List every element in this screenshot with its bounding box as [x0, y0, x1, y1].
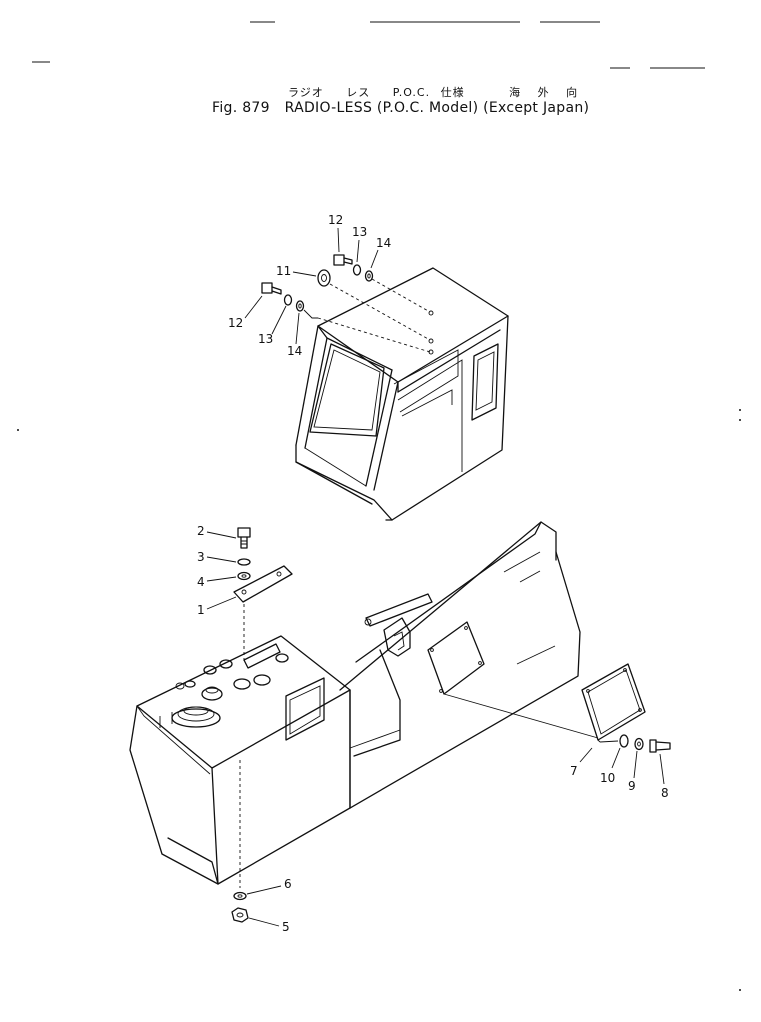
figure-title: Fig. 879 RADIO-LESS (P.O.C. Model) (Exce…	[212, 100, 589, 116]
panel-labels: 7 10 9 8	[570, 764, 669, 800]
bolt-8	[649, 739, 671, 753]
label-14-left: 14	[287, 344, 302, 358]
jp-overseas-3: 向	[566, 86, 579, 99]
console-fasteners-top	[206, 527, 293, 888]
panel-cover-assembly	[443, 663, 671, 785]
console-body	[129, 521, 581, 885]
label-5: 5	[282, 920, 290, 934]
cab-assembly	[295, 267, 509, 521]
label-1: 1	[197, 603, 205, 617]
figure-name: RADIO-LESS (P.O.C. Model) (Except Japan)	[284, 100, 590, 116]
nut-5	[231, 907, 249, 923]
jp-spec: 仕様	[440, 86, 465, 99]
washer-9	[634, 737, 644, 751]
label-12-upper: 12	[328, 213, 343, 227]
console-labels: 2 3 4 1 6 5	[197, 524, 292, 934]
label-10: 10	[600, 771, 615, 785]
label-8: 8	[661, 786, 669, 800]
label-3: 3	[197, 550, 205, 564]
washer-10	[619, 734, 629, 748]
label-4: 4	[197, 575, 205, 589]
scan-marks	[17, 21, 741, 991]
washer-4	[237, 571, 251, 581]
jp-poc: P.O.C.	[392, 86, 431, 99]
jp-overseas-2: 外	[537, 86, 550, 99]
cab-labels: 12 13 14 11 12 13 14	[228, 213, 391, 358]
jp-overseas-1: 海	[509, 86, 522, 99]
console-controls	[159, 643, 289, 728]
washer-13-upper	[352, 264, 362, 276]
bolt-2	[237, 527, 251, 549]
label-13-upper: 13	[352, 225, 367, 239]
washer-14-upper	[364, 270, 374, 282]
bracket-1	[233, 565, 293, 603]
label-9: 9	[628, 779, 636, 793]
cab-fasteners	[244, 227, 434, 355]
spacer-11	[317, 269, 331, 287]
bolt-12-upper	[333, 254, 353, 266]
title-japanese: ラジオ レス P.O.C. 仕様 海 外 向	[288, 84, 596, 100]
figure-number: Fig. 879	[212, 100, 270, 116]
label-12-left: 12	[228, 316, 243, 330]
console-fasteners-bottom	[231, 885, 282, 927]
label-13-left: 13	[258, 332, 273, 346]
washer-13-left	[283, 294, 293, 306]
jp-less: レス	[346, 86, 371, 99]
label-7: 7	[570, 764, 578, 778]
washer-14-left	[295, 300, 305, 312]
label-11: 11	[276, 264, 291, 278]
bolt-12-left	[261, 282, 282, 295]
label-14-upper: 14	[376, 236, 391, 250]
jp-radio: ラジオ	[288, 86, 324, 99]
label-2: 2	[197, 524, 205, 538]
label-6: 6	[284, 877, 292, 891]
washer-6	[233, 891, 247, 901]
washer-3	[237, 558, 251, 566]
